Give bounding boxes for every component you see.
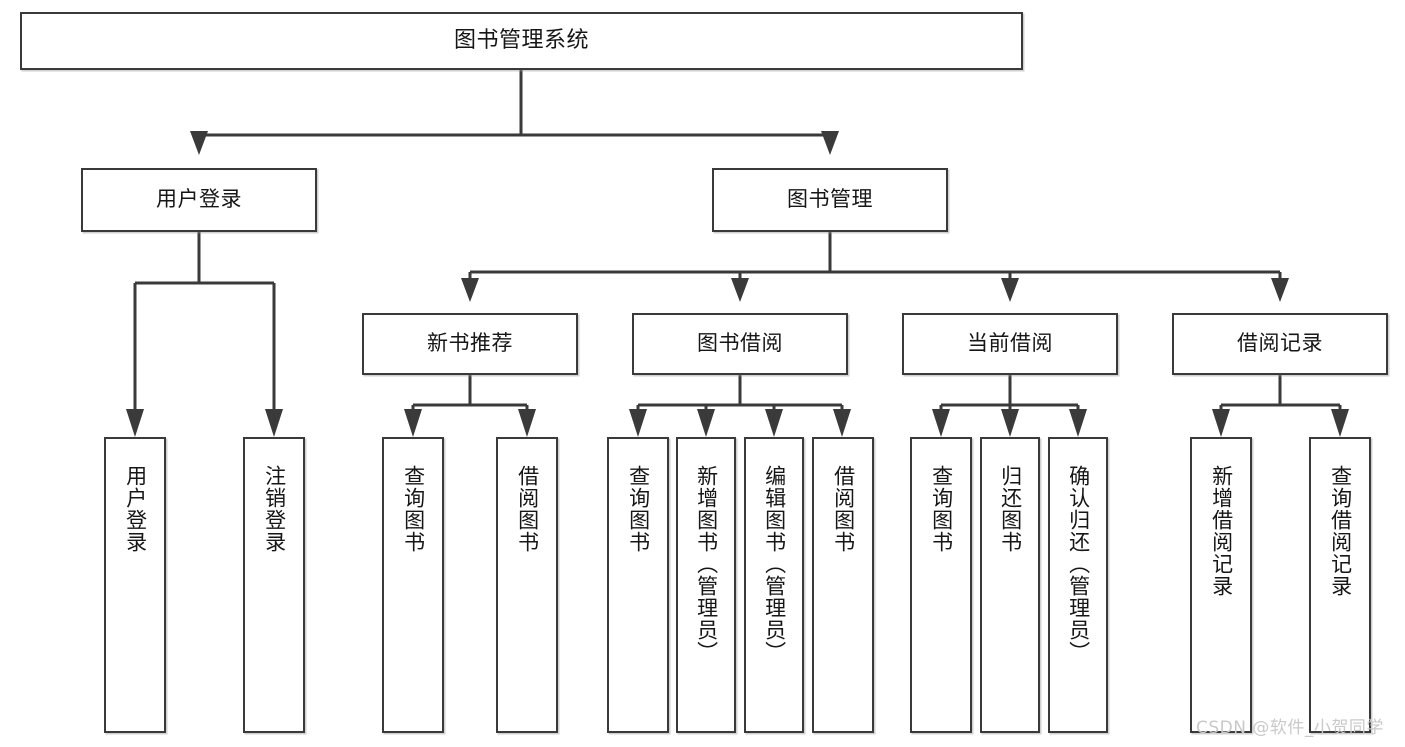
node-leaf-user-login[interactable]: 用户登录 — [104, 437, 166, 733]
node-label: 注销登录 — [262, 465, 287, 553]
node-book-management[interactable]: 图书管理 — [712, 168, 948, 232]
node-label: 编辑图书（管理员） — [762, 465, 787, 663]
node-label: 图书管理系统 — [453, 27, 589, 53]
node-label: 当前借阅 — [967, 331, 1053, 356]
node-label: 新增图书（管理员） — [694, 465, 719, 663]
node-leaf-logout[interactable]: 注销登录 — [243, 437, 305, 733]
node-leaf-return-book[interactable]: 归还图书 — [980, 437, 1040, 733]
arrow-borrow-record — [1271, 278, 1289, 302]
arrow-leaf-user-login-2 — [265, 409, 283, 437]
node-leaf-query-book-recommend[interactable]: 查询图书 — [382, 437, 444, 733]
arrow-leaf-new-book-1 — [404, 409, 422, 437]
node-label: 用户登录 — [156, 187, 242, 212]
node-leaf-query-book-current[interactable]: 查询图书 — [910, 437, 972, 733]
arrow-book-manage — [821, 131, 839, 155]
node-leaf-borrow-book-recommend[interactable]: 借阅图书 — [496, 437, 558, 733]
arrow-leaf-new-book-2 — [518, 409, 536, 437]
node-label: 借阅记录 — [1237, 331, 1323, 356]
arrow-book-borrow — [731, 278, 749, 302]
node-user-login[interactable]: 用户登录 — [81, 168, 317, 232]
node-label: 查询图书 — [626, 465, 651, 553]
node-label: 新增借阅记录 — [1209, 465, 1234, 597]
node-current-borrow[interactable]: 当前借阅 — [902, 313, 1118, 375]
node-label: 确认归还（管理员） — [1066, 465, 1091, 663]
node-leaf-confirm-return-admin[interactable]: 确认归还（管理员） — [1048, 437, 1108, 733]
node-leaf-query-book-borrow[interactable]: 查询图书 — [607, 437, 669, 733]
arrow-leaf-borrow-record-1 — [1212, 409, 1230, 437]
node-label: 新书推荐 — [427, 331, 513, 356]
arrow-leaf-book-borrow-3 — [765, 409, 783, 437]
node-root-book-management-system[interactable]: 图书管理系统 — [20, 12, 1023, 70]
node-leaf-add-book-admin[interactable]: 新增图书（管理员） — [676, 437, 736, 733]
arrow-user-login — [190, 131, 208, 155]
node-label: 查询图书 — [401, 465, 426, 553]
node-label: 图书管理 — [787, 187, 873, 212]
node-leaf-add-borrow-record[interactable]: 新增借阅记录 — [1190, 437, 1252, 733]
node-new-book-recommend[interactable]: 新书推荐 — [362, 313, 578, 375]
arrow-new-book — [461, 278, 479, 302]
node-leaf-query-borrow-record[interactable]: 查询借阅记录 — [1309, 437, 1371, 733]
node-label: 借阅图书 — [831, 465, 856, 553]
arrow-leaf-borrow-record-2 — [1331, 409, 1349, 437]
arrow-current-borrow — [1001, 278, 1019, 302]
arrow-leaf-book-borrow-1 — [629, 409, 647, 437]
node-label: 借阅图书 — [515, 465, 540, 553]
node-label: 查询借阅记录 — [1328, 465, 1353, 597]
arrow-leaf-current-borrow-2 — [1001, 409, 1019, 437]
node-borrow-record[interactable]: 借阅记录 — [1172, 313, 1388, 375]
node-book-borrow[interactable]: 图书借阅 — [632, 313, 848, 375]
arrow-leaf-current-borrow-3 — [1069, 409, 1087, 437]
node-label: 用户登录 — [123, 465, 148, 553]
node-leaf-edit-book-admin[interactable]: 编辑图书（管理员） — [744, 437, 804, 733]
watermark: CSDN @软件_小贺同学 — [1196, 718, 1384, 738]
node-leaf-borrow-book[interactable]: 借阅图书 — [812, 437, 874, 733]
arrow-leaf-current-borrow-1 — [932, 409, 950, 437]
arrow-leaf-user-login-1 — [126, 409, 144, 437]
node-label: 查询图书 — [929, 465, 954, 553]
arrow-leaf-book-borrow-4 — [833, 409, 851, 437]
arrow-leaf-book-borrow-2 — [697, 409, 715, 437]
node-label: 归还图书 — [998, 465, 1023, 553]
node-label: 图书借阅 — [697, 331, 783, 356]
